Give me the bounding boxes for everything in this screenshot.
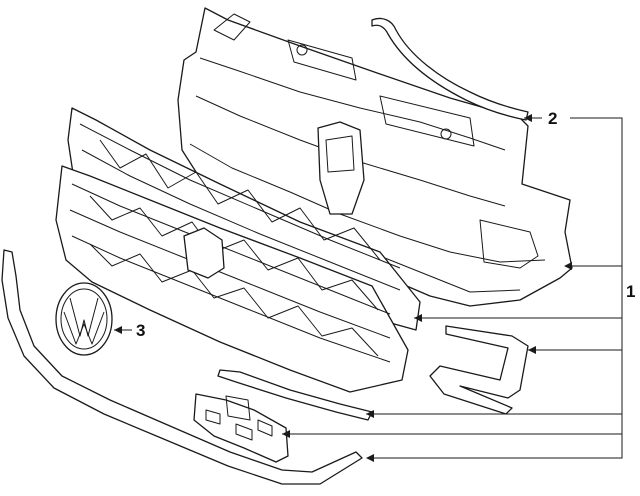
callout-3: 3 <box>136 321 145 340</box>
callout-2: 2 <box>548 109 557 128</box>
leader-arrowheads <box>114 114 572 462</box>
radiator-support-frame[interactable] <box>177 7 573 307</box>
side-grille-insert[interactable] <box>429 325 529 415</box>
vw-emblem-icon[interactable] <box>55 282 113 356</box>
center-molding-strip[interactable] <box>217 369 373 421</box>
callout-1: 1 <box>626 282 635 301</box>
license-bracket[interactable] <box>193 393 289 463</box>
upper-seal-strip[interactable] <box>371 17 529 121</box>
lower-trim-molding[interactable] <box>1 249 363 485</box>
main-grille[interactable] <box>55 165 409 393</box>
